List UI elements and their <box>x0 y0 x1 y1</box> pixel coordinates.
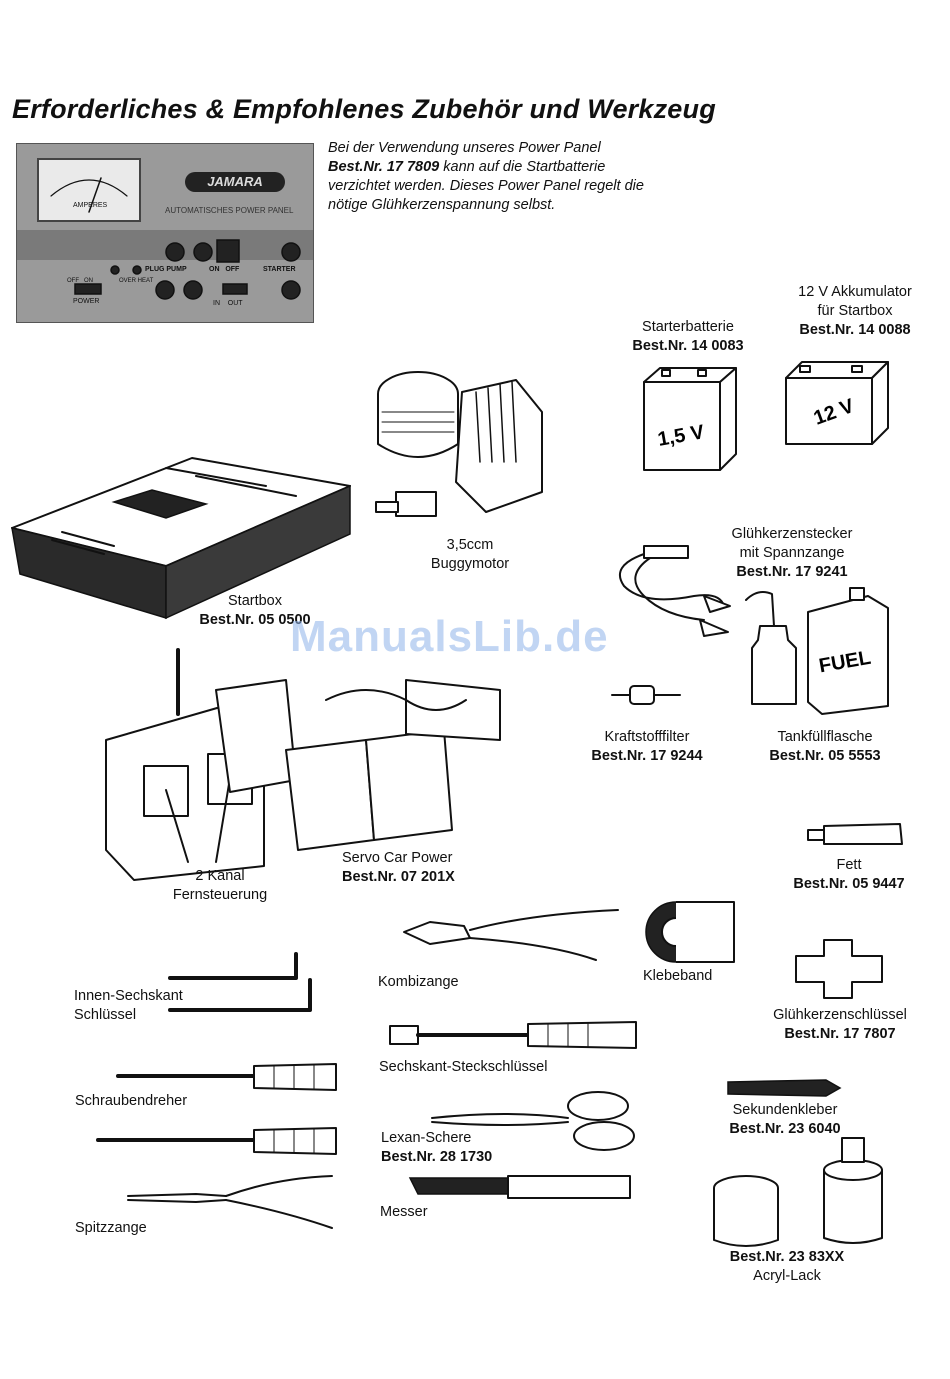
gluehkerzenstecker-label: Glühkerzenstecker mit Spannzange Best.Nr… <box>731 526 853 580</box>
messer-illustration <box>408 1175 631 1199</box>
acryl-label: Best.Nr. 23 83XX Acryl-Lack <box>729 1249 845 1284</box>
kraftstofffilter-illustration <box>611 685 681 705</box>
fernsteuerung-label: 2 Kanal Fernsteuerung <box>172 868 268 903</box>
intro-bestnr: Best.Nr. 17 7809 <box>328 159 440 175</box>
spitzzange-illustration <box>127 1175 333 1229</box>
akku-illustration: 12 V <box>785 361 889 445</box>
lexan-label: Lexan-Schere Best.Nr. 28 1730 <box>381 1130 493 1165</box>
intro-line: nötige Glühkerzenspannung selbst. <box>328 197 556 213</box>
motor-label: 3,5ccm Buggymotor <box>430 537 510 572</box>
messer-label: Messer <box>380 1204 428 1220</box>
innensechskant-label: Innen-Sechskant Schlüssel <box>74 988 183 1023</box>
schraubendreher-illustration <box>116 1063 337 1091</box>
acryl-illustration <box>713 1137 883 1247</box>
panel-text: AUTOMATISCHES POWER PANEL <box>165 206 294 215</box>
fett-illustration <box>807 823 903 845</box>
gluehkerzenschluessel-illustration <box>795 939 883 999</box>
off-on-label: OFF ON <box>67 278 93 284</box>
tankfuellflasche-label: Tankfüllflasche Best.Nr. 05 5553 <box>769 729 881 764</box>
kraftstofffilter-label: Kraftstofffilter Best.Nr. 17 9244 <box>591 729 703 764</box>
intro-text: Bei der Verwendung unseres Power Panel B… <box>328 139 728 215</box>
schraubendreher-label: Schraubendreher <box>75 1093 188 1109</box>
innensechskant-illustration <box>168 952 312 1012</box>
kombizange-label: Kombizange <box>378 974 459 990</box>
lexan-illustration <box>431 1091 635 1151</box>
over-heat-label: OVER HEAT <box>119 278 154 284</box>
panel-controls <box>74 239 301 300</box>
intro-line: Bei der Verwendung unseres Power Panel <box>328 140 601 156</box>
starterbatterie-label: Starterbatterie Best.Nr. 14 0083 <box>632 319 744 354</box>
tankfuellflasche-illustration: FUEL <box>745 587 889 715</box>
sechskant-label: Sechskant-Steckschlüssel <box>379 1059 548 1075</box>
starterbatterie-illustration: 1,5 V <box>643 367 737 471</box>
spitzzange-label: Spitzzange <box>75 1220 147 1236</box>
watermark: ManualsLib.de <box>290 612 609 661</box>
brand-logo: JAMARA <box>185 172 285 192</box>
power-panel-photo: AMPERES JAMARA AUTOMATISCHES POWER PANEL… <box>16 143 314 323</box>
panel-strip <box>17 230 313 260</box>
starter-label: STARTER <box>263 266 296 273</box>
kombizange-illustration <box>403 909 619 961</box>
klebeband-illustration <box>645 901 735 963</box>
motor-illustration <box>375 371 543 517</box>
in-out-label: IN OUT <box>213 300 243 307</box>
gluehkerzenschluessel-label: Glühkerzenschlüssel Best.Nr. 17 7807 <box>773 1007 907 1042</box>
sekundenkleber-illustration <box>727 1079 842 1097</box>
plug-pump-label: PLUG PUMP <box>145 266 187 273</box>
meter-label: AMPERES <box>73 202 108 209</box>
kreuzschraubendreher-illustration <box>96 1127 337 1155</box>
intro-line: Best.Nr. 17 7809 kann auf die Startbatte… <box>328 159 606 175</box>
startbox-illustration <box>11 457 351 620</box>
meter-dial: AMPERES <box>37 158 141 222</box>
klebeband-label: Klebeband <box>643 968 713 984</box>
sekundenkleber-label: Sekundenkleber Best.Nr. 23 6040 <box>729 1102 841 1137</box>
fett-label: Fett Best.Nr. 05 9447 <box>793 857 905 892</box>
page-title: Erforderliches & Empfohlenes Zubehör und… <box>12 94 716 124</box>
servo-label: Servo Car Power Best.Nr. 07 201X <box>342 850 455 885</box>
power-label: POWER <box>73 298 100 305</box>
intro-line: verzichtet werden. Dieses Power Panel re… <box>328 178 644 194</box>
gluehkerzenstecker-illustration <box>619 545 731 637</box>
startbox-label: Startbox Best.Nr. 05 0500 <box>199 593 311 628</box>
on-off-label: ON OFF <box>209 266 240 273</box>
akku-label: 12 V Akkumulator für Startbox Best.Nr. 1… <box>798 284 912 338</box>
servo-illustration <box>215 679 501 851</box>
sechskant-illustration <box>389 1021 637 1049</box>
